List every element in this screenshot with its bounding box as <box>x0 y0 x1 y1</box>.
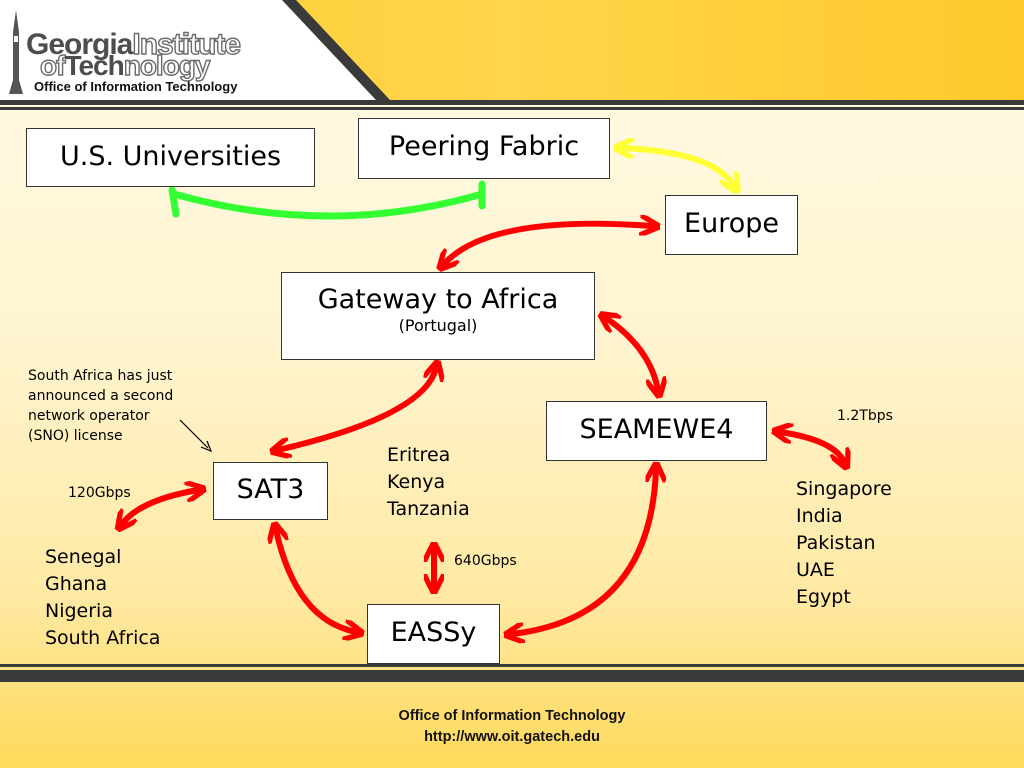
list-item: Egypt <box>796 586 851 608</box>
list-west-africa: Senegal Ghana Nigeria South Africa <box>45 544 160 652</box>
node-europe-label: Europe <box>684 208 779 239</box>
node-seamewe4: SEAMEWE4 <box>546 401 767 461</box>
footer-url[interactable]: http://www.oit.gatech.edu <box>424 729 600 745</box>
node-sat3: SAT3 <box>213 462 328 520</box>
node-gateway-subtitle: (Portugal) <box>398 316 478 335</box>
sno-license-note: South Africa has just announced a second… <box>28 366 173 446</box>
list-item: Singapore <box>796 478 892 500</box>
footer-org: Office of Information Technology <box>398 708 626 724</box>
note-line: South Africa has just <box>28 368 173 384</box>
link-seamewe4-eassy <box>512 470 656 634</box>
link-sat3-eassy <box>276 530 356 632</box>
node-europe: Europe <box>665 195 798 255</box>
node-sat3-label: SAT3 <box>236 474 305 505</box>
link-seamewe4-asia <box>780 432 844 462</box>
node-gateway-africa: Gateway to Africa (Portugal) <box>281 272 595 360</box>
bandwidth-1-2tbps: 1.2Tbps <box>837 408 893 424</box>
node-peering-fabric-label: Peering Fabric <box>388 131 580 162</box>
note-pointer-head <box>200 440 213 453</box>
list-item: Kenya <box>387 471 446 493</box>
list-east-africa: Eritrea Kenya Tanzania <box>387 442 470 523</box>
link-us-peering <box>170 190 486 220</box>
node-peering-fabric: Peering Fabric <box>358 118 610 179</box>
list-item: Eritrea <box>387 444 451 466</box>
note-line: network operator <box>28 408 150 424</box>
list-item: India <box>796 505 843 527</box>
footer: Office of Information Technology http://… <box>0 706 1024 748</box>
note-line: announced a second <box>28 388 174 404</box>
node-eassy: EASSy <box>367 604 500 664</box>
note-line: (SNO) license <box>28 428 123 444</box>
header-white-panel <box>0 0 390 100</box>
link-gateway-sat3 <box>278 368 436 450</box>
node-us-universities-label: U.S. Universities <box>59 141 282 172</box>
node-eassy-label: EASSy <box>390 617 477 648</box>
logo-tech: Tech <box>64 50 124 81</box>
list-item: Ghana <box>45 573 108 595</box>
link-peering-europe <box>622 148 734 186</box>
link-gateway-seamewe4 <box>606 318 658 390</box>
bandwidth-640gbps: 640Gbps <box>454 553 517 569</box>
list-item: South Africa <box>45 627 161 649</box>
logo-of: of <box>39 50 66 81</box>
logo-line-1: GeorgiaInstitute <box>26 28 242 61</box>
list-item: Senegal <box>45 546 122 568</box>
link-europe-gateway <box>444 224 652 264</box>
logo-georgia: Georgia <box>26 28 133 61</box>
logo-institute: Institute <box>132 28 242 61</box>
link-us-peering-cap-left <box>168 186 180 218</box>
node-seamewe4-label: SEAMEWE4 <box>579 414 734 445</box>
list-item: Tanzania <box>387 498 470 520</box>
node-gateway-title: Gateway to Africa <box>317 284 559 315</box>
bandwidth-120gbps: 120Gbps <box>68 485 131 501</box>
logo-nology: nology <box>123 50 211 81</box>
footer-rule <box>0 664 1024 682</box>
header-subtitle: Office of Information Technology <box>34 79 238 94</box>
list-item: Nigeria <box>45 600 113 622</box>
note-pointer <box>179 419 209 449</box>
node-us-universities: U.S. Universities <box>26 128 315 187</box>
tech-tower-icon <box>9 10 23 94</box>
list-item: UAE <box>796 559 835 581</box>
list-asia: Singapore India Pakistan UAE Egypt <box>796 476 892 611</box>
logo-line-2: ofTechnology <box>39 50 211 81</box>
link-sat3-westafrica <box>122 490 198 524</box>
list-item: Pakistan <box>796 532 876 554</box>
header-rule <box>0 100 1024 110</box>
